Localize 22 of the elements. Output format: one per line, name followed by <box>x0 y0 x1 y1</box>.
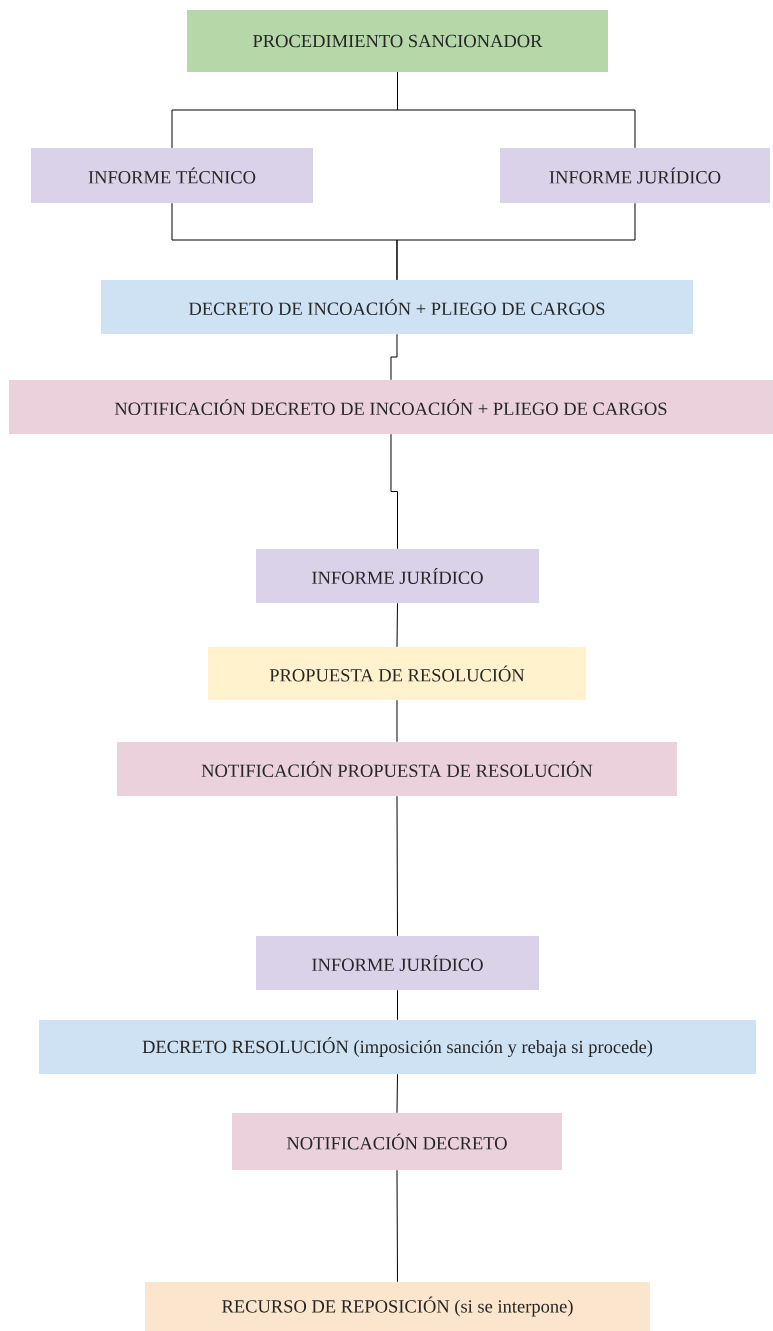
process-box: NOTIFICACIÓN DECRETO <box>232 1113 562 1170</box>
process-box: DECRETO RESOLUCIÓN (imposición sanción y rebaja si procede) <box>39 1020 756 1074</box>
connector-line <box>396 795 398 937</box>
process-box: RECURSO DE REPOSICIÓN (si se interpone) <box>145 1282 650 1331</box>
process-box: INFORME TÉCNICO <box>31 148 313 203</box>
process-box: DECRETO DE INCOACIÓN + PLIEGO DE CARGOS <box>101 280 693 334</box>
connector-line <box>397 71 636 149</box>
process-box: INFORME JURÍDICO <box>256 936 539 990</box>
process-box: INFORME JURÍDICO <box>256 549 539 603</box>
connector-line <box>396 699 398 743</box>
connector-line <box>396 202 636 281</box>
process-box: PROPUESTA DE RESOLUCIÓN <box>208 647 586 700</box>
connector-line <box>396 1169 398 1283</box>
connector-line <box>397 989 398 1021</box>
connector-line <box>396 1073 398 1114</box>
process-box: INFORME JURÍDICO <box>500 148 770 203</box>
connector-line <box>390 433 398 550</box>
process-box: NOTIFICACIÓN DECRETO DE INCOACIÓN + PLIEGO DE CARGOS <box>9 380 773 434</box>
process-box: PROCEDIMIENTO SANCIONADOR <box>187 10 608 72</box>
connector-line <box>390 333 398 381</box>
connector-line <box>396 602 398 648</box>
process-box: NOTIFICACIÓN PROPUESTA DE RESOLUCIÓN <box>117 742 677 796</box>
